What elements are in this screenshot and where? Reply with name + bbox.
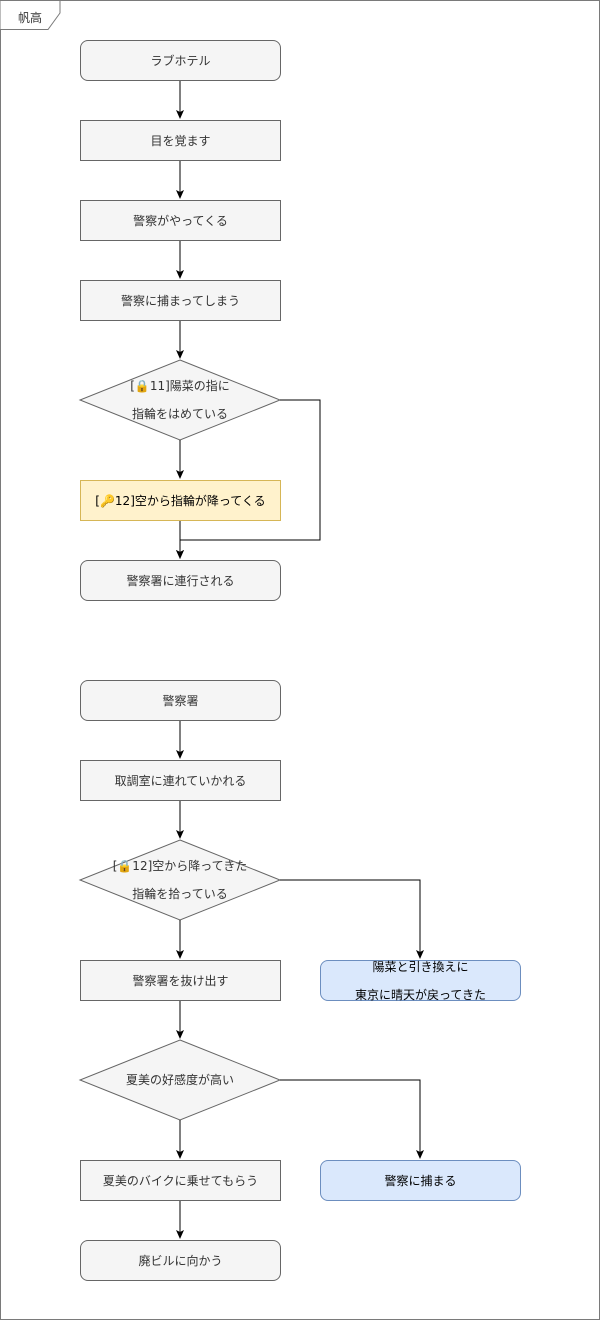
- node-head-to-abandoned-building[interactable]: 廃ビルに向かう: [80, 1240, 281, 1281]
- edge-d3-n12: [280, 1079, 424, 1159]
- node-ring-falls-from-sky[interactable]: [🔑12]空から指輪が降ってくる: [80, 480, 281, 521]
- decision-2-line-1: [🔒12]空から降ってきた: [112, 859, 248, 873]
- ending-sunny-line-1: 陽菜と引き換えに: [372, 959, 469, 974]
- node-love-hotel[interactable]: ラブホテル: [80, 40, 281, 81]
- node-caught-by-police[interactable]: 警察に捕まってしまう: [80, 280, 281, 321]
- edge-d1-n6: [176, 399, 321, 559]
- ending-sunny-line-2: 東京に晴天が戻ってきた: [354, 987, 487, 1002]
- node-wake-up[interactable]: 目を覚ます: [80, 120, 281, 161]
- ending-caught-by-police[interactable]: 警察に捕まる: [320, 1160, 521, 1201]
- decision-1-line-2: 指輪をはめている: [131, 407, 228, 421]
- frame-tab: [0, 0, 61, 30]
- node-ride-natsumi-bike[interactable]: 夏美のバイクに乗せてもらう: [80, 1160, 281, 1201]
- decision-ring-on-finger-label: [🔒11]陽菜の指に 指輪をはめている: [90, 379, 270, 421]
- decision-picked-up-ring-label: [🔒12]空から降ってきた 指輪を拾っている: [90, 859, 270, 901]
- node-police-station[interactable]: 警察署: [80, 680, 281, 721]
- node-escape-station[interactable]: 警察署を抜け出す: [80, 960, 281, 1001]
- edge-d2-n10: [280, 879, 424, 959]
- decision-1-line-1: [🔒11]陽菜の指に: [130, 379, 230, 393]
- frame-tab-label: 帆高: [18, 11, 43, 25]
- decision-natsumi-affinity-label: 夏美の好感度が高い: [125, 1073, 234, 1087]
- ending-sunny-tokyo[interactable]: 陽菜と引き換えに 東京に晴天が戻ってきた: [320, 959, 521, 1002]
- node-police-arrive[interactable]: 警察がやってくる: [80, 200, 281, 241]
- node-taken-to-station[interactable]: 警察署に連行される: [80, 560, 281, 601]
- decision-2-line-2: 指輪を拾っている: [132, 887, 228, 901]
- node-interrogation-room[interactable]: 取調室に連れていかれる: [80, 760, 281, 801]
